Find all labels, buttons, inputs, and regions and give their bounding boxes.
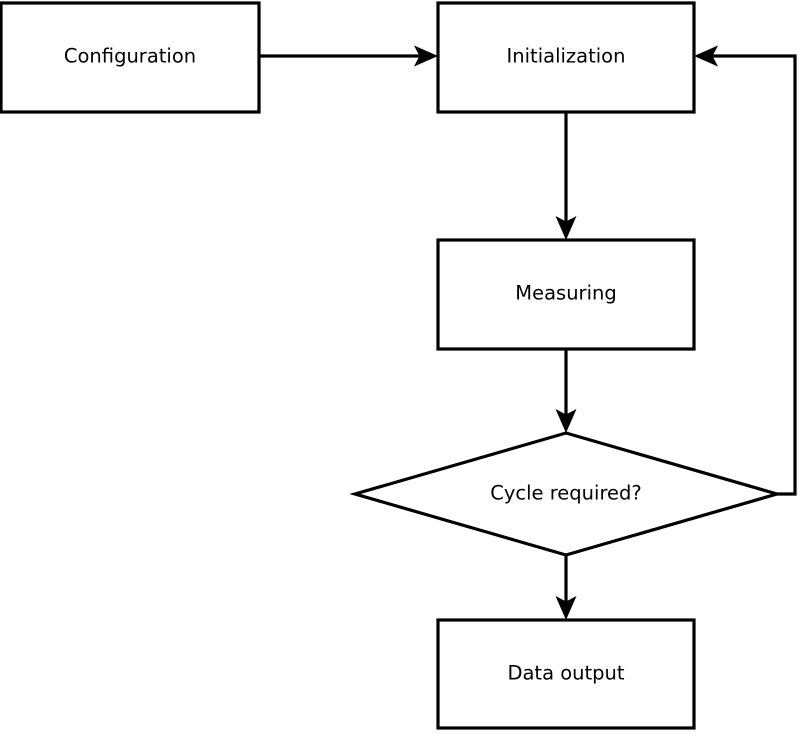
edge-configuration-to-initialization (259, 45, 438, 67)
initialization-box[interactable] (436, 1, 696, 114)
edge-line-feedback-loop (702, 54, 797, 496)
arrow-head-down-into-measuring (555, 216, 577, 240)
cycle-required-diamond[interactable] (349, 431, 783, 557)
node-cycle-required[interactable]: Cycle required? (349, 431, 783, 557)
measuring-box[interactable] (436, 238, 696, 351)
edge-cycle-required-to-data-output (555, 556, 577, 620)
cycle-required-label: Cycle required? (490, 482, 642, 505)
data-output-box[interactable] (436, 618, 696, 730)
arrow-head-down-into-cycle-required (555, 409, 577, 433)
data-output-label: Data output (507, 662, 624, 685)
node-measuring[interactable]: Measuring (436, 238, 696, 351)
edge-cycle-required-to-initialization-feedback (694, 45, 797, 496)
arrow-head-right-into-initialization (414, 45, 438, 67)
configuration-label: Configuration (64, 45, 196, 68)
arrow-head-down-into-data-output (555, 596, 577, 620)
node-configuration[interactable]: Configuration (0, 1, 261, 114)
measuring-label: Measuring (515, 282, 616, 305)
node-initialization[interactable]: Initialization (436, 1, 696, 114)
edge-measuring-to-cycle-required (555, 349, 577, 433)
edge-initialization-to-measuring (555, 112, 577, 240)
arrow-head-left-into-initialization (694, 45, 718, 67)
configuration-box[interactable] (0, 1, 261, 114)
node-data-output[interactable]: Data output (436, 618, 696, 730)
initialization-label: Initialization (507, 45, 626, 68)
